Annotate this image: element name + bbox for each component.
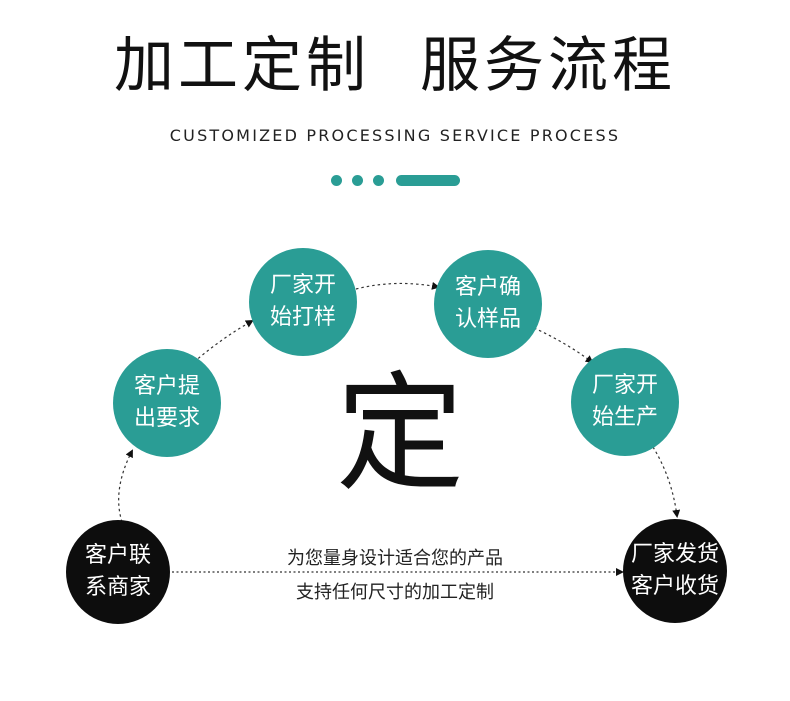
arrow-step1-to-step2 bbox=[118, 449, 133, 523]
decor-dot-3 bbox=[373, 175, 384, 186]
title-part-2: 服务流程 bbox=[420, 31, 676, 101]
step-start-production: 厂家开 始生产 bbox=[571, 348, 679, 456]
decor-bar bbox=[396, 175, 460, 186]
step-2-line-1: 客户提 bbox=[133, 374, 200, 399]
note-line-1: 为您量身设计适合您的产品 bbox=[287, 548, 503, 569]
decor-dot-1 bbox=[331, 175, 342, 186]
center-character: 定 bbox=[335, 360, 464, 509]
step-contact-merchant: 客户联 系商家 bbox=[66, 520, 170, 624]
page-title: 加工定制服务流程 bbox=[0, 30, 790, 102]
step-5-line-1: 厂家开 bbox=[591, 373, 658, 398]
arrow-step2-to-step3 bbox=[193, 320, 254, 363]
step-1-line-1: 客户联 bbox=[84, 543, 151, 568]
title-part-1: 加工定制 bbox=[114, 31, 370, 101]
step-ship-and-receive: 厂家发货 客户收货 bbox=[623, 519, 727, 623]
step-6-line-2: 客户收货 bbox=[630, 574, 719, 599]
step-3-line-2: 始打样 bbox=[269, 305, 336, 330]
step-6-line-1: 厂家发货 bbox=[630, 542, 719, 567]
step-3-line-1: 厂家开 bbox=[269, 273, 336, 298]
arrow-step3-to-step4 bbox=[355, 281, 440, 290]
step-submit-requirements: 客户提 出要求 bbox=[113, 349, 221, 457]
step-4-line-2: 认样品 bbox=[454, 307, 521, 332]
step-5-line-2: 始生产 bbox=[591, 405, 658, 430]
decor-dot-2 bbox=[352, 175, 363, 186]
step-1-line-2: 系商家 bbox=[84, 575, 151, 600]
note-line-2: 支持任何尺寸的加工定制 bbox=[296, 582, 494, 603]
step-start-sampling: 厂家开 始打样 bbox=[249, 248, 357, 356]
arrow-step5-to-step6 bbox=[652, 446, 681, 518]
step-confirm-sample: 客户确 认样品 bbox=[434, 250, 542, 358]
arrow-step4-to-step5 bbox=[533, 327, 594, 364]
step-2-line-2: 出要求 bbox=[133, 406, 200, 431]
step-4-line-1: 客户确 bbox=[454, 275, 521, 300]
page-subtitle: CUSTOMIZED PROCESSING SERVICE PROCESS bbox=[169, 126, 621, 145]
